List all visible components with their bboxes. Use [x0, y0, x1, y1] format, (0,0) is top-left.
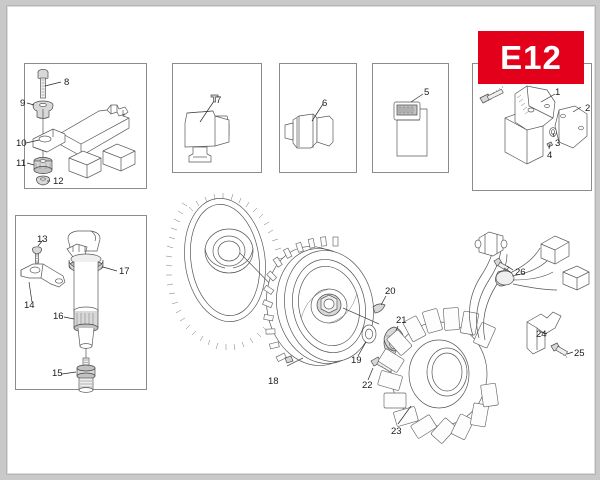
- starter-motor-assembly: [479, 85, 588, 165]
- callout-17: 17: [119, 266, 130, 277]
- callout-24: 24: [536, 329, 547, 340]
- diagram-code-badge: E12: [478, 31, 584, 84]
- callout-25: 25: [574, 348, 585, 359]
- starter-relay: [284, 103, 334, 149]
- callout-5: 5: [424, 87, 430, 98]
- fuse-box-module: [393, 93, 428, 157]
- callout-19: 19: [351, 355, 362, 366]
- flywheel-rotor: [262, 236, 380, 367]
- stator-poles: [377, 307, 499, 444]
- callout-12: 12: [53, 176, 64, 187]
- callout-13: 13: [37, 234, 48, 245]
- starter-ring-gear: [165, 193, 285, 351]
- callout-6: 6: [322, 98, 328, 109]
- callout-11: 11: [16, 158, 26, 169]
- callout-15: 15: [52, 368, 63, 379]
- callout-1: 1: [555, 87, 561, 98]
- callout-20: 20: [385, 286, 396, 297]
- wiring-harness: [469, 231, 590, 359]
- callout-26: 26: [515, 267, 526, 278]
- ignition-coil-assembly: [20, 230, 118, 393]
- callout-16: 16: [53, 311, 64, 322]
- regulator-rectifier: [184, 94, 230, 163]
- callout-4: 4: [547, 150, 553, 161]
- callout-8: 8: [64, 77, 70, 88]
- callout-2: 2: [585, 103, 591, 114]
- callout-23: 23: [391, 426, 402, 437]
- callout-21: 21: [396, 315, 407, 326]
- callout-22: 22: [362, 380, 373, 391]
- callout-9: 9: [20, 98, 26, 109]
- callout-10: 10: [16, 138, 27, 149]
- ecu-assembly: [25, 69, 136, 186]
- stator-assembly: [377, 307, 499, 444]
- callout-18: 18: [268, 376, 279, 387]
- callout-7: 7: [216, 95, 222, 106]
- rotor-rim-slots: [262, 236, 339, 362]
- diagram-artwork: [20, 69, 590, 444]
- callout-3: 3: [555, 138, 561, 149]
- parts-diagram-canvas: 1 2 3 4 5 6 7 8 9 10 11 12 13 14 15 16 1…: [6, 5, 596, 475]
- callout-14: 14: [24, 300, 35, 311]
